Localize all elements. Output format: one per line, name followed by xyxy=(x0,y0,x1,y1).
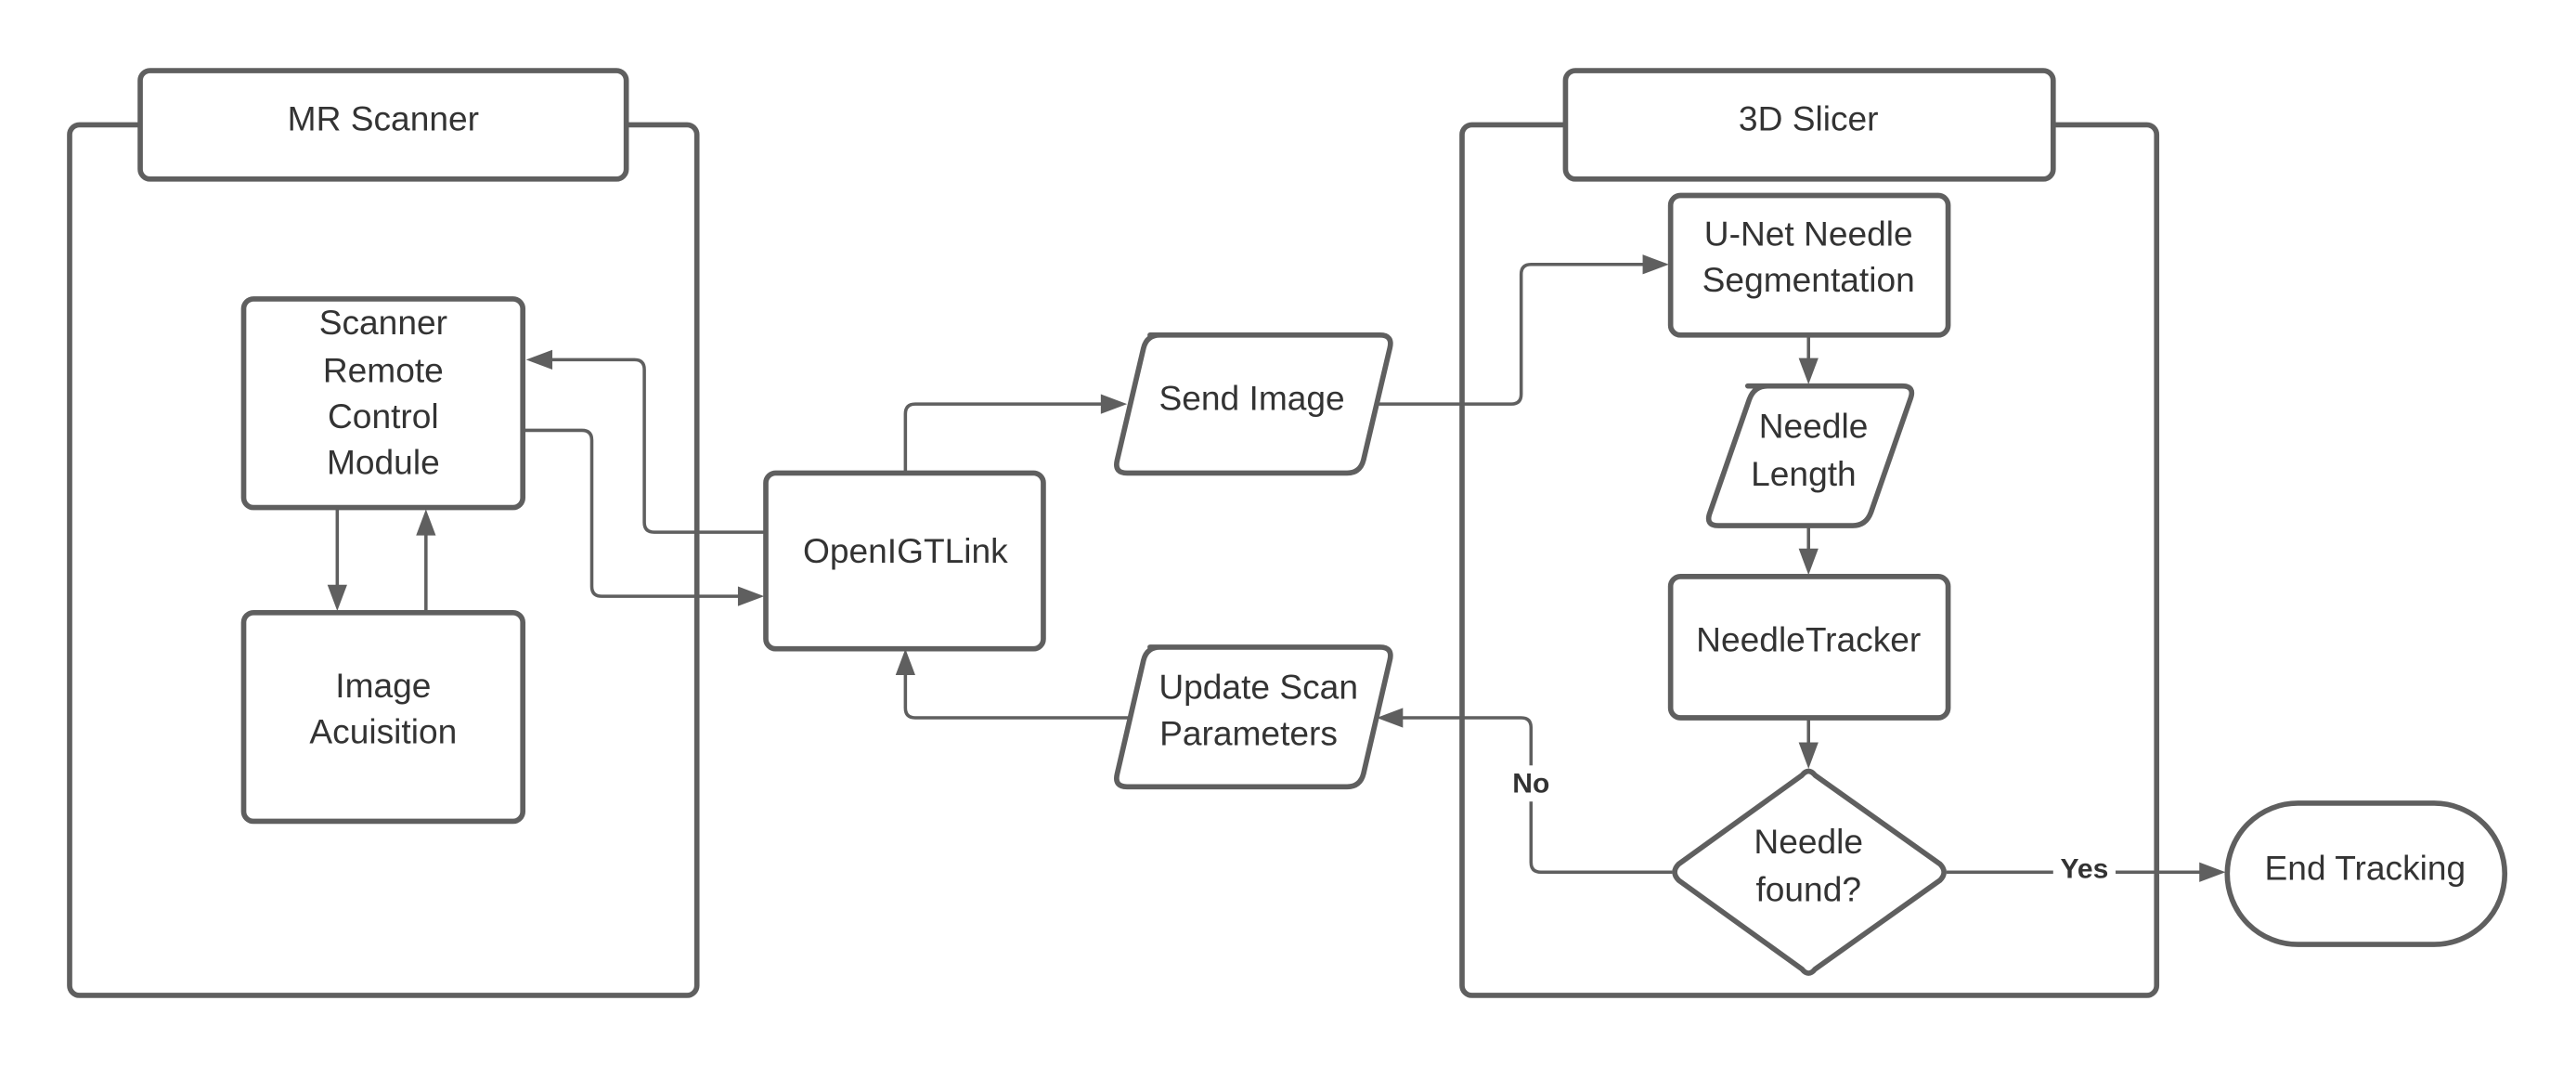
arrowhead xyxy=(1642,254,1669,275)
svg-text:Module: Module xyxy=(327,442,440,481)
mr-scanner-header xyxy=(137,68,629,182)
mr-scanner-title: MR Scanner xyxy=(288,99,479,138)
svg-text:U-Net Needle: U-Net Needle xyxy=(1704,214,1913,254)
slicer-title: 3D Slicer xyxy=(1739,99,1879,138)
edge-label-bg xyxy=(2052,852,2116,889)
edge-label-no: No xyxy=(1512,768,1549,799)
svg-text:Acuisition: Acuisition xyxy=(309,711,457,750)
edge-openigtlink-to-send xyxy=(903,402,1105,474)
arrowhead xyxy=(1377,708,1404,728)
arrowhead xyxy=(1100,394,1128,414)
edge-scanner-to-openigtlink xyxy=(523,428,746,598)
svg-text:Update Scan: Update Scan xyxy=(1159,668,1358,707)
arrowhead xyxy=(737,586,765,606)
slicer-header xyxy=(1562,68,2056,182)
edge-update-to-openigtlink xyxy=(903,670,1131,720)
edge-send-to-unet xyxy=(1375,263,1647,406)
arrowhead xyxy=(2199,862,2226,882)
svg-text:Control: Control xyxy=(328,396,439,436)
arrowhead xyxy=(895,648,915,676)
node-openigtlink[interactable]: OpenIGTLink xyxy=(763,470,1046,652)
svg-text:Send Image: Send Image xyxy=(1159,378,1344,417)
edge-label-bg xyxy=(1504,765,1558,802)
node-update-scan-parameters[interactable]: Update Scan Parameters xyxy=(1114,644,1393,790)
arrowhead xyxy=(416,509,436,536)
svg-text:found?: found? xyxy=(1755,869,1861,908)
node-image-acquisition[interactable]: Image Acuisition xyxy=(240,609,526,825)
arrowhead xyxy=(1798,548,1819,576)
node-end-tracking[interactable]: End Tracking xyxy=(2224,800,2508,947)
node-needle-length[interactable]: Needle Length xyxy=(1705,383,1915,528)
arrowhead xyxy=(525,349,553,370)
node-needle-found-decision[interactable]: Needle found? xyxy=(1672,768,1947,976)
node-scanner-remote-control[interactable]: Scanner Remote Control Module xyxy=(240,296,526,511)
svg-text:Needle: Needle xyxy=(1754,822,1863,861)
arrowhead xyxy=(1798,742,1819,769)
svg-text:Remote: Remote xyxy=(323,350,444,389)
arrowhead xyxy=(327,584,347,612)
mr-scanner-frame xyxy=(67,122,700,998)
node-send-image[interactable]: Send Image xyxy=(1114,332,1393,476)
edge-label-yes: Yes xyxy=(2060,853,2108,884)
svg-text:Length: Length xyxy=(1751,454,1857,493)
svg-text:Image: Image xyxy=(335,666,431,705)
container-mr-scanner: MR Scanner xyxy=(67,68,700,998)
arrowhead xyxy=(1798,358,1819,384)
svg-text:Scanner: Scanner xyxy=(319,303,447,342)
svg-text:Segmentation: Segmentation xyxy=(1702,260,1915,299)
svg-text:End Tracking: End Tracking xyxy=(2265,848,2466,887)
node-unet-segmentation[interactable]: U-Net Needle Segmentation xyxy=(1667,192,1951,338)
edge-openigtlink-to-scanner xyxy=(542,358,766,534)
svg-text:NeedleTracker: NeedleTracker xyxy=(1696,619,1921,658)
node-needle-tracker[interactable]: NeedleTracker xyxy=(1667,574,1951,721)
svg-text:Parameters: Parameters xyxy=(1159,713,1338,752)
svg-text:OpenIGTLink: OpenIGTLink xyxy=(803,531,1008,570)
svg-text:Needle: Needle xyxy=(1759,406,1869,445)
